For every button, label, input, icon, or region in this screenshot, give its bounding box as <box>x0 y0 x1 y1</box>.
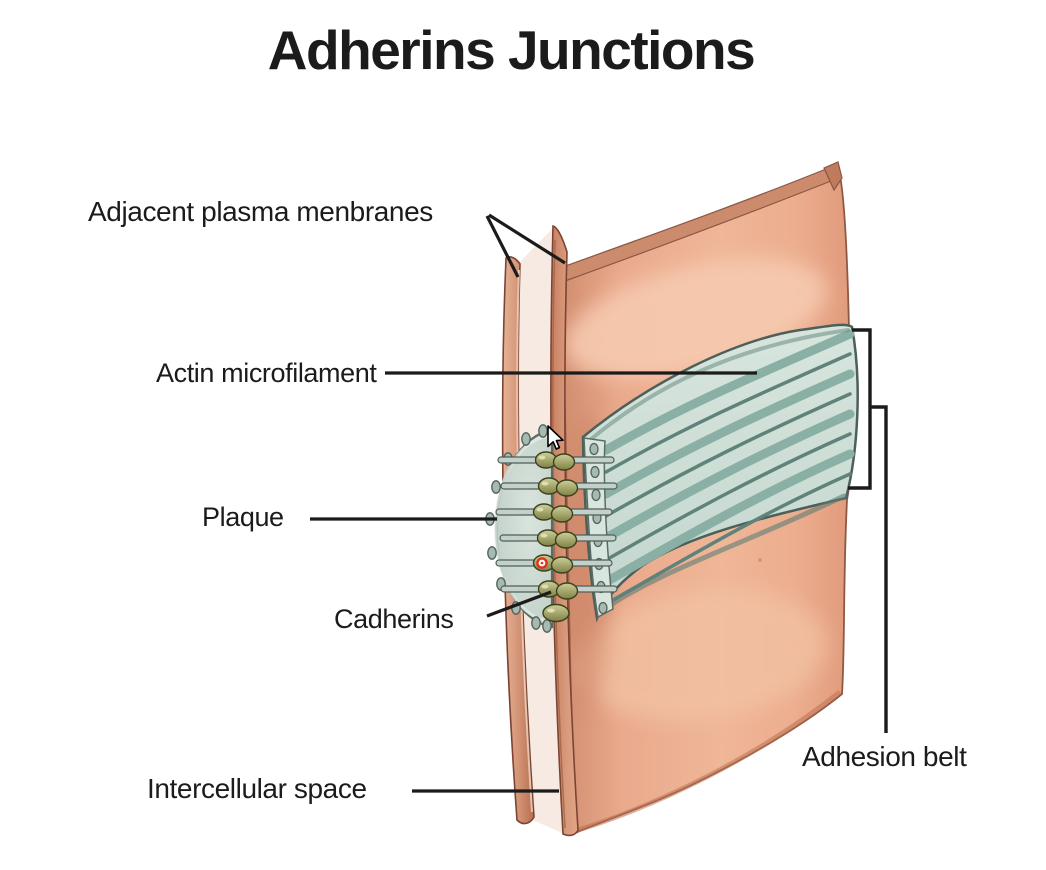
label-actin-microfilament: Actin microfilament <box>156 358 377 388</box>
leader-lines <box>310 213 757 793</box>
bracket-leader <box>871 405 888 733</box>
mouse-pointer-icon <box>547 425 564 450</box>
bracket <box>848 328 872 490</box>
actin-band <box>581 323 859 623</box>
actin-stripes <box>588 328 855 615</box>
red-ring-marker <box>536 557 548 569</box>
leader-adjacent-membrane-1 <box>485 215 520 278</box>
adhesion-belt-bracket <box>848 328 888 733</box>
label-cadherins: Cadherins <box>334 604 454 634</box>
label-plaque: Plaque <box>202 502 284 532</box>
leader-adjacent-membrane-2 <box>488 213 566 265</box>
cadherin-molecules <box>495 451 618 623</box>
label-adjacent-plasma-membranes: Adjacent plasma menbranes <box>88 196 433 227</box>
label-adhesion-belt: Adhesion belt <box>802 741 967 772</box>
leader-cadherins <box>486 590 552 618</box>
plaque-disc <box>485 424 554 633</box>
label-intercellular-space: Intercellular space <box>147 773 367 804</box>
slide-title: Adherins Junctions <box>267 19 756 81</box>
